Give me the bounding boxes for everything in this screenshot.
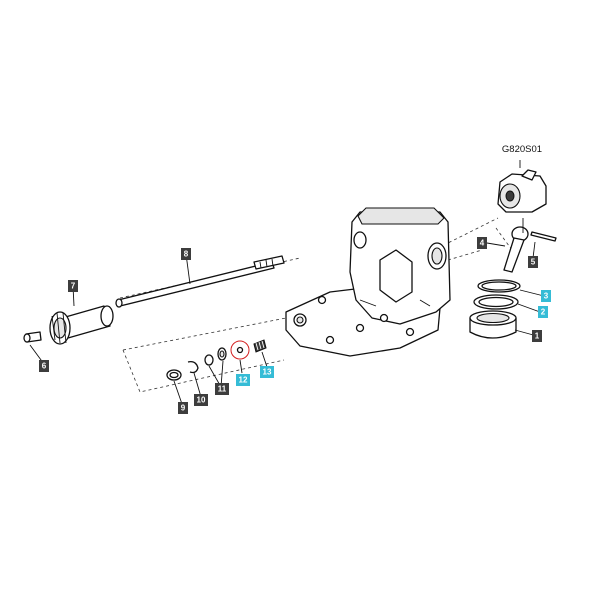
part-6-bolt [23,331,42,343]
part-10-snap-ring [187,360,199,374]
part-8-shaft [115,255,285,308]
callout-8[interactable]: 8 [181,248,191,260]
part-1-bushing [469,310,517,339]
part-9-circlip [166,369,182,381]
part-7-splined-sleeve [49,305,114,345]
svg-text:12: 12 [239,376,248,385]
main-housing [285,207,451,357]
part-3-ring [477,279,521,293]
callout-13[interactable]: 13 [260,366,274,378]
part-11-washers [204,347,227,366]
callout-4[interactable]: 4 [477,237,487,249]
svg-text:11: 11 [218,385,227,394]
part-13-spring [253,339,267,353]
svg-text:9: 9 [181,404,186,413]
svg-text:5: 5 [531,258,536,267]
svg-text:6: 6 [42,362,47,371]
callout-5[interactable]: 5 [528,256,538,268]
svg-text:7: 7 [71,282,76,291]
callout-12[interactable]: 12 [236,374,250,386]
part-12-highlight-ring [230,340,250,360]
reference-code-label: G820S01 [502,144,542,155]
callout-6[interactable]: 6 [39,360,49,372]
callout-10[interactable]: 10 [194,394,208,406]
svg-text:10: 10 [197,396,206,405]
svg-text:4: 4 [480,239,485,248]
callouts: 1 2 3 4 5 6 7 8 [39,237,551,414]
svg-text:2: 2 [541,308,546,317]
callout-3[interactable]: 3 [541,290,551,302]
svg-text:3: 3 [544,292,549,301]
callout-1[interactable]: 1 [532,330,542,342]
part-2-ring [473,294,519,310]
callout-11[interactable]: 11 [215,383,229,395]
ball-joint-head [497,160,547,213]
callout-2[interactable]: 2 [538,306,548,318]
part-4-ball-stud [503,226,529,273]
svg-text:8: 8 [184,250,189,259]
svg-text:1: 1 [535,332,540,341]
callout-9[interactable]: 9 [178,402,188,414]
callout-7[interactable]: 7 [68,280,78,292]
part-5-pin [530,231,557,242]
svg-text:13: 13 [263,368,272,377]
part-12-ball [230,340,250,360]
